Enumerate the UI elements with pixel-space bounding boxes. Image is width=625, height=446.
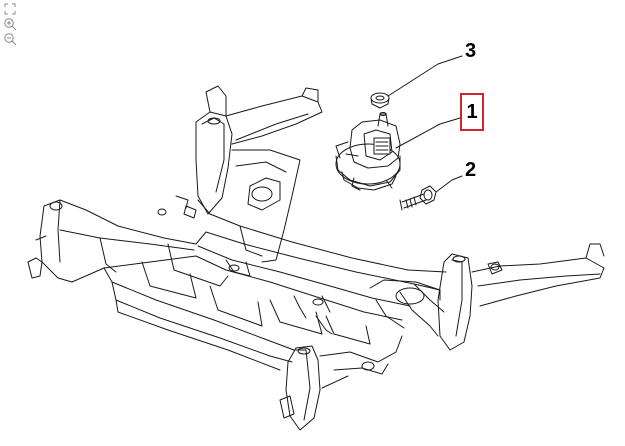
engine-mount-drawing	[335, 112, 401, 191]
callout-1-label[interactable]: 1	[460, 93, 484, 131]
zoom-in-icon[interactable]	[2, 17, 18, 31]
leader-lines	[387, 55, 463, 193]
nut-drawing	[370, 92, 390, 109]
callout-2-label[interactable]: 2	[465, 159, 477, 181]
callout-3-label[interactable]: 3	[465, 40, 477, 62]
fit-page-icon[interactable]	[2, 2, 18, 16]
zoom-out-icon[interactable]	[2, 32, 18, 46]
callout-1-number: 1	[466, 101, 478, 123]
subframe-drawing	[27, 85, 605, 431]
zoom-toolbar	[2, 2, 20, 46]
bolt-drawing	[399, 185, 437, 211]
